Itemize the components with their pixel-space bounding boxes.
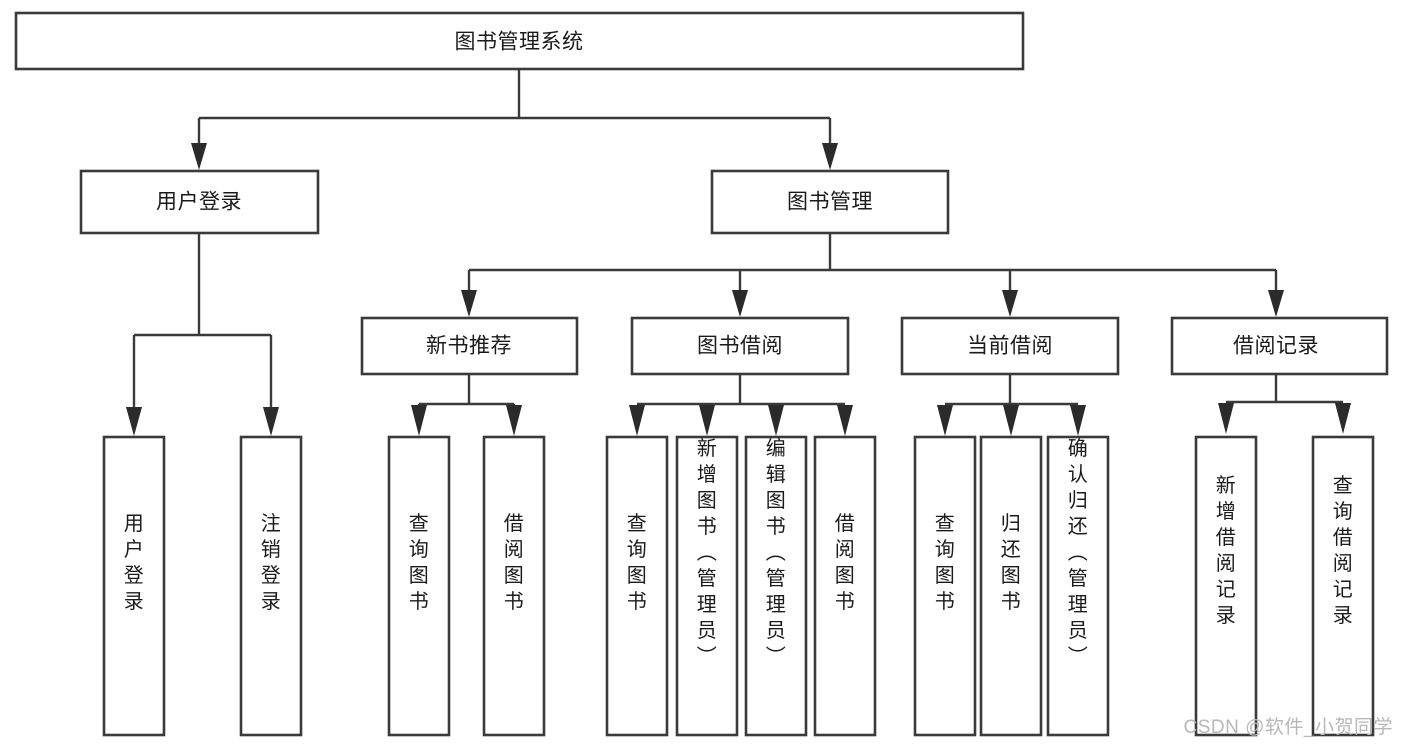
arrow-head-icon <box>629 405 645 436</box>
arrow-head-icon <box>1335 403 1351 434</box>
leaf-box[interactable] <box>913 435 977 737</box>
arrow-head-icon <box>1218 403 1234 434</box>
node-leaf-bw-query[interactable]: 查询图书 <box>605 435 669 737</box>
arrow-head-icon <box>1070 405 1086 436</box>
arrow-head-icon <box>1003 405 1019 436</box>
node-record[interactable]: 借阅记录 <box>1170 316 1389 376</box>
node-leaf-user-login[interactable]: 用户登录 <box>102 435 166 737</box>
node-current-box[interactable] <box>900 316 1120 376</box>
arrow-head-icon <box>191 143 207 170</box>
arrow-head-icon <box>837 405 853 436</box>
arrow-head-icon <box>699 405 715 436</box>
connector-group-login <box>126 233 279 436</box>
leaf-label: 编辑图书︵管理员︶ <box>766 437 787 668</box>
node-login[interactable]: 用户登录 <box>79 169 320 235</box>
node-borrow-box[interactable] <box>630 316 850 376</box>
arrow-head-icon <box>768 405 784 436</box>
leaf-box[interactable] <box>387 435 451 737</box>
arrow-head-icon <box>1002 290 1018 317</box>
arrow-head-icon <box>411 405 427 436</box>
node-borrow[interactable]: 图书借阅 <box>630 316 850 376</box>
node-root[interactable]: 图书管理系统 <box>14 11 1025 71</box>
leaf-box[interactable] <box>1311 435 1375 737</box>
leaf-label: 查询图书 <box>409 512 430 613</box>
connector-group-root <box>191 69 838 170</box>
node-leaf-cur-query[interactable]: 查询图书 <box>913 435 977 737</box>
leaf-label: 查询图书 <box>627 512 648 613</box>
connector-group-newbook <box>411 374 522 436</box>
node-root-box[interactable] <box>14 11 1025 71</box>
arrow-head-icon <box>822 143 838 170</box>
node-leaf-nb-borrow[interactable]: 借阅图书 <box>482 435 546 737</box>
node-record-box[interactable] <box>1170 316 1389 376</box>
leaf-label: 新增借阅记录 <box>1216 474 1237 627</box>
arrow-head-icon <box>126 407 142 436</box>
leaf-label: 确认归还︵管理员︶ <box>1068 437 1089 668</box>
connector-group-current <box>937 374 1086 436</box>
leaf-box[interactable] <box>605 435 669 737</box>
leaf-label: 查询图书 <box>935 512 956 613</box>
connector-group-bookmgmt <box>461 233 1284 317</box>
leaf-label: 新增图书︵管理员︶ <box>697 437 718 668</box>
node-leaf-rec-add[interactable]: 新增借阅记录 <box>1194 435 1258 737</box>
arrow-head-icon <box>506 405 522 436</box>
leaf-label: 查询借阅记录 <box>1333 474 1354 627</box>
node-bookmgmt-box[interactable] <box>710 169 950 235</box>
leaf-box[interactable] <box>675 435 739 737</box>
leaf-label: 借阅图书 <box>504 512 525 613</box>
node-bookmgmt-label: 图书管理 <box>787 191 873 214</box>
node-leaf-rec-query[interactable]: 查询借阅记录 <box>1311 435 1375 737</box>
node-current[interactable]: 当前借阅 <box>900 316 1120 376</box>
connector-group-record <box>1218 374 1351 434</box>
leaf-label: 注销登录 <box>261 512 282 613</box>
node-leaf-user-logout[interactable]: 注销登录 <box>239 435 303 737</box>
leaf-box[interactable] <box>239 435 303 737</box>
node-borrow-label: 图书借阅 <box>697 335 783 358</box>
node-current-label: 当前借阅 <box>967 335 1053 358</box>
arrow-head-icon <box>732 290 748 317</box>
node-newbook-box[interactable] <box>360 316 579 376</box>
leaf-box[interactable] <box>813 435 877 737</box>
node-login-box[interactable] <box>79 169 320 235</box>
leaf-label: 用户登录 <box>124 513 145 613</box>
leaf-box[interactable] <box>1046 435 1110 737</box>
node-record-label: 借阅记录 <box>1233 335 1319 358</box>
node-newbook-label: 新书推荐 <box>426 335 512 358</box>
leaf-box[interactable] <box>744 435 808 737</box>
node-leaf-bw-borrow[interactable]: 借阅图书 <box>813 435 877 737</box>
arrow-head-icon <box>937 405 953 436</box>
leaf-label: 归还图书 <box>1001 512 1022 613</box>
leaf-box[interactable] <box>482 435 546 737</box>
node-leaf-cur-confirm[interactable]: 确认归还︵管理员︶ <box>1046 435 1110 737</box>
arrow-head-icon <box>461 290 477 317</box>
node-newbook[interactable]: 新书推荐 <box>360 316 579 376</box>
node-leaf-bw-edit[interactable]: 编辑图书︵管理员︶ <box>744 435 808 737</box>
node-root-label: 图书管理系统 <box>455 31 584 54</box>
arrow-head-icon <box>263 407 279 436</box>
leaf-box[interactable] <box>979 435 1043 737</box>
node-leaf-nb-query[interactable]: 查询图书 <box>387 435 451 737</box>
node-leaf-cur-return[interactable]: 归还图书 <box>979 435 1043 737</box>
leaf-label: 借阅图书 <box>835 512 856 613</box>
node-login-label: 用户登录 <box>156 191 242 214</box>
node-bookmgmt[interactable]: 图书管理 <box>710 169 950 235</box>
node-leaf-bw-add[interactable]: 新增图书︵管理员︶ <box>675 435 739 737</box>
leaf-box[interactable] <box>102 435 166 737</box>
arrow-head-icon <box>1268 290 1284 317</box>
leaf-box[interactable] <box>1194 435 1258 737</box>
connector-group-borrow <box>629 374 853 436</box>
